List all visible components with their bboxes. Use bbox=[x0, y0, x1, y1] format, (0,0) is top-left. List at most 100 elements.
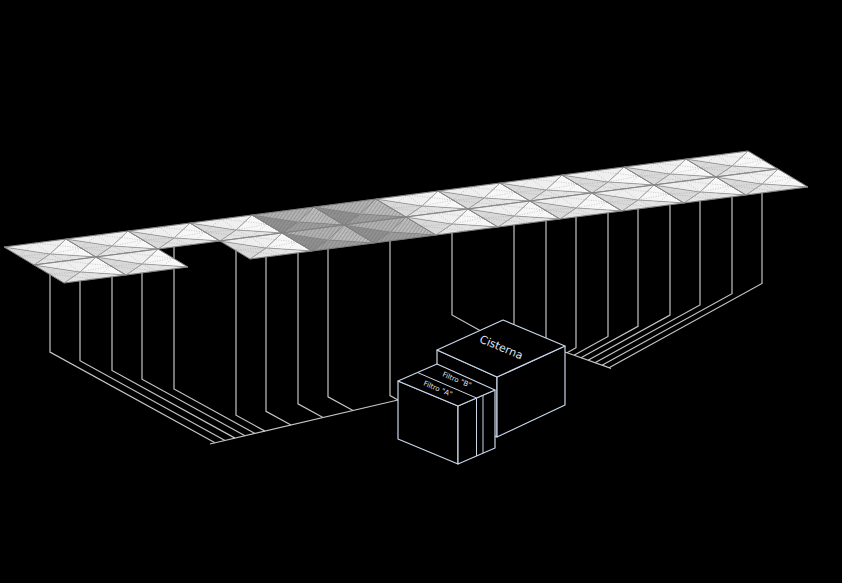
roof-seam bbox=[422, 200, 453, 206]
roof-seam bbox=[35, 243, 50, 254]
roof-seam bbox=[483, 205, 545, 223]
filter-divider bbox=[476, 398, 477, 456]
roof-seam bbox=[669, 181, 731, 199]
roof-seam bbox=[407, 195, 422, 206]
roof-facet bbox=[96, 249, 158, 264]
roof-seam bbox=[608, 182, 623, 189]
roof-seam bbox=[515, 179, 577, 197]
roof-hatch bbox=[314, 199, 376, 214]
roof-facet bbox=[592, 185, 654, 200]
roof-facet bbox=[344, 217, 406, 232]
downpipe bbox=[595, 190, 700, 363]
roof-group bbox=[4, 151, 808, 283]
roof-seam bbox=[390, 232, 405, 239]
roof-seam bbox=[514, 216, 529, 223]
filter-divider bbox=[483, 395, 484, 453]
roof-seam bbox=[111, 264, 142, 266]
roof-seam bbox=[484, 192, 515, 198]
downpipe bbox=[390, 230, 398, 400]
roof-seam bbox=[360, 214, 375, 221]
roof-seam bbox=[143, 238, 174, 240]
roof-facet bbox=[562, 167, 624, 182]
roof-seam bbox=[391, 206, 422, 208]
roof-seam bbox=[670, 168, 701, 174]
roof-seam bbox=[421, 224, 452, 226]
roof-seam bbox=[65, 261, 80, 272]
roof-seam bbox=[205, 230, 236, 232]
tank-group bbox=[398, 320, 565, 464]
roof-seam bbox=[561, 197, 576, 208]
roof-seam bbox=[452, 218, 483, 224]
roof-facet bbox=[468, 201, 530, 216]
roof-seam bbox=[359, 221, 421, 239]
roof-facet bbox=[406, 209, 468, 224]
roof-seam bbox=[762, 184, 777, 191]
roof-seam bbox=[701, 166, 732, 168]
roof-seam bbox=[80, 266, 111, 272]
roof-seam bbox=[360, 208, 391, 214]
roof-seam bbox=[515, 190, 546, 192]
roof-seam bbox=[328, 240, 343, 247]
roof-seam bbox=[717, 155, 732, 166]
roof-seam bbox=[127, 253, 142, 264]
roof-seam bbox=[143, 227, 205, 245]
roof-hatch bbox=[282, 225, 344, 240]
downpipe bbox=[567, 206, 576, 353]
roof-seam bbox=[112, 240, 143, 246]
roof-seam bbox=[546, 184, 577, 190]
roof-seam bbox=[266, 248, 281, 255]
downpipe bbox=[80, 270, 225, 440]
roof-facet bbox=[314, 199, 376, 214]
downpipe bbox=[210, 400, 398, 444]
roof-seam bbox=[545, 208, 576, 210]
roof-seam bbox=[732, 160, 763, 166]
roof-seam bbox=[375, 221, 390, 232]
roof-seam bbox=[453, 187, 515, 205]
roof-seam bbox=[608, 176, 639, 182]
roof-seam bbox=[142, 258, 173, 264]
node-label: Cisterna bbox=[477, 334, 524, 363]
roof-seam bbox=[19, 254, 50, 256]
cistern-top bbox=[437, 320, 565, 377]
roof-seam bbox=[81, 246, 112, 248]
roof-seam bbox=[762, 178, 793, 184]
roof-seam bbox=[545, 197, 607, 215]
roof-seam bbox=[546, 190, 561, 197]
roof-seam bbox=[700, 186, 731, 192]
roof-seam bbox=[49, 272, 80, 274]
roof-seam bbox=[221, 219, 236, 230]
roof-seam bbox=[19, 243, 81, 261]
roof-seam bbox=[236, 224, 267, 230]
roof-seam bbox=[655, 163, 670, 174]
roof-seam bbox=[685, 181, 700, 192]
roof-facet bbox=[282, 225, 344, 240]
filter-top bbox=[398, 364, 495, 406]
roof-seam bbox=[638, 194, 669, 200]
roof-seam bbox=[236, 230, 251, 237]
roof-seam bbox=[469, 187, 484, 198]
downpipe bbox=[328, 238, 353, 411]
downpipe bbox=[142, 262, 245, 436]
roof-seam bbox=[700, 192, 715, 199]
roof-seam bbox=[421, 213, 483, 231]
roof-facet bbox=[686, 151, 748, 166]
roof-seam bbox=[235, 248, 266, 250]
roof-seam bbox=[731, 173, 793, 191]
downpipe bbox=[452, 222, 480, 331]
roof-facet bbox=[530, 193, 592, 208]
roof-seam bbox=[159, 227, 174, 238]
roof-seam bbox=[577, 171, 639, 189]
roof-seam bbox=[267, 222, 298, 224]
roof-facet bbox=[624, 159, 686, 174]
downpipe bbox=[266, 246, 291, 425]
roof-seam bbox=[313, 229, 328, 240]
roof-seam bbox=[251, 237, 266, 248]
roof-seam bbox=[607, 189, 669, 207]
roof-seam bbox=[297, 229, 359, 247]
roof-seam bbox=[267, 211, 329, 229]
roof-seam bbox=[747, 173, 762, 184]
roof-facet bbox=[66, 231, 128, 246]
roof-module bbox=[96, 249, 188, 275]
roof-seam bbox=[483, 216, 514, 218]
